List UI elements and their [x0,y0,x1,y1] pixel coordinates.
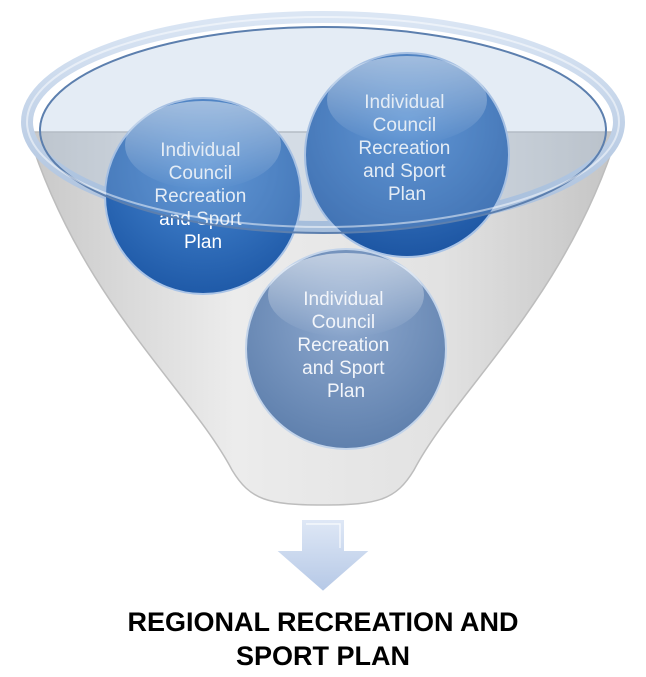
down-arrow-icon [272,518,374,594]
result-title-line1: REGIONAL RECREATION AND [127,607,518,637]
circle-bottom-label: Individual Council Recreation and Sport … [297,289,394,402]
plan-circle-bottom: Individual Council Recreation and Sport … [245,248,447,450]
result-title-line2: SPORT PLAN [236,641,410,671]
funnel-opening [39,26,607,234]
plan-circle-right: Individual Council Recreation and Sport … [304,52,510,258]
circle-right-label: Individual Council Recreation and Sport … [358,92,455,205]
funnel-rim-highlight [26,16,620,228]
